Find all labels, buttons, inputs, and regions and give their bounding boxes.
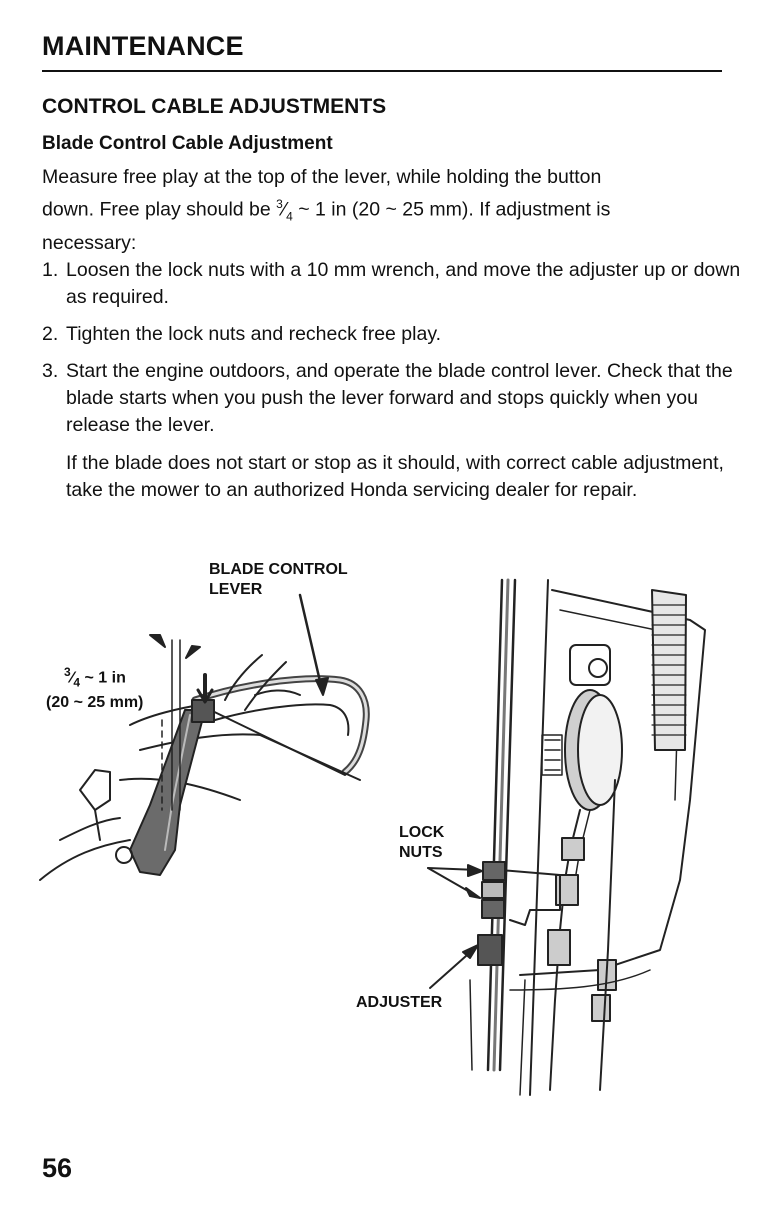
cable-housing-assembly [427, 578, 706, 1096]
step-number: 3. [42, 360, 59, 382]
intro-line-2-start: down. Free play should be [42, 198, 277, 221]
lever-assembly [39, 593, 370, 881]
intro-line-2-end: ~ 1 in (20 ~ 25 mm). If adjustment is [292, 198, 611, 221]
cable-adjustment-figure: BLADE CONTROL LEVER 3⁄4 ~ 1 in (20 ~ 25 … [0, 550, 774, 1110]
intro-line-2: down. Free play should be 3⁄4 ~ 1 in (20… [42, 197, 611, 224]
free-play-label: 3⁄4 ~ 1 in (20 ~ 25 mm) [46, 662, 143, 713]
intro-paragraph: Measure free play at the top of the leve… [42, 164, 732, 257]
section-divider [42, 70, 722, 72]
note-paragraph: If the blade does not start or stop as i… [66, 452, 724, 501]
fraction-numerator: 3 [276, 197, 283, 211]
list-item: 2. Tighten the lock nuts and recheck fre… [42, 321, 742, 348]
section-title: MAINTENANCE [42, 31, 244, 61]
lock-nuts-label: LOCK NUTS [399, 823, 444, 863]
step-text: Tighten the lock nuts and recheck free p… [66, 323, 442, 345]
steps-list: 1. Loosen the lock nuts with a 10 mm wre… [42, 257, 742, 449]
adjuster-label: ADJUSTER [356, 994, 443, 1011]
lock-nuts-label-line-2: NUTS [399, 844, 443, 861]
free-play-fraction-denominator: 4 [73, 675, 81, 690]
free-play-fraction-numerator: 3 [64, 665, 71, 679]
step-text: Loosen the lock nuts with a 10 mm wrench… [66, 259, 741, 308]
free-play-label-line-1: 3⁄4 ~ 1 in [64, 665, 126, 690]
subheading: Blade Control Cable Adjustment [42, 133, 333, 154]
lock-nuts-label-line-1: LOCK [399, 824, 445, 841]
free-play-label-line-2: (20 ~ 25 mm) [46, 693, 144, 711]
blade-control-lever-label-line-1: BLADE CONTROL [209, 561, 348, 578]
free-play-label-line-1-rest: ~ 1 in [80, 669, 126, 687]
list-item: 1. Loosen the lock nuts with a 10 mm wre… [42, 257, 742, 311]
fraction-denominator: 4 [286, 209, 293, 224]
step-number: 2. [42, 323, 59, 345]
figure-illustration [39, 578, 706, 1096]
blade-control-lever-label-line-2: LEVER [209, 581, 263, 598]
step-text: Start the engine outdoors, and operate t… [66, 360, 733, 436]
intro-line-3: necessary: [42, 232, 137, 255]
list-item: 3. Start the engine outdoors, and operat… [42, 358, 742, 439]
page-heading: CONTROL CABLE ADJUSTMENTS [42, 95, 387, 118]
page-number: 56 [42, 1153, 73, 1183]
step-number: 1. [42, 259, 59, 281]
blade-control-lever-label: BLADE CONTROL LEVER [209, 560, 348, 600]
intro-line-1: Measure free play at the top of the leve… [42, 166, 602, 188]
